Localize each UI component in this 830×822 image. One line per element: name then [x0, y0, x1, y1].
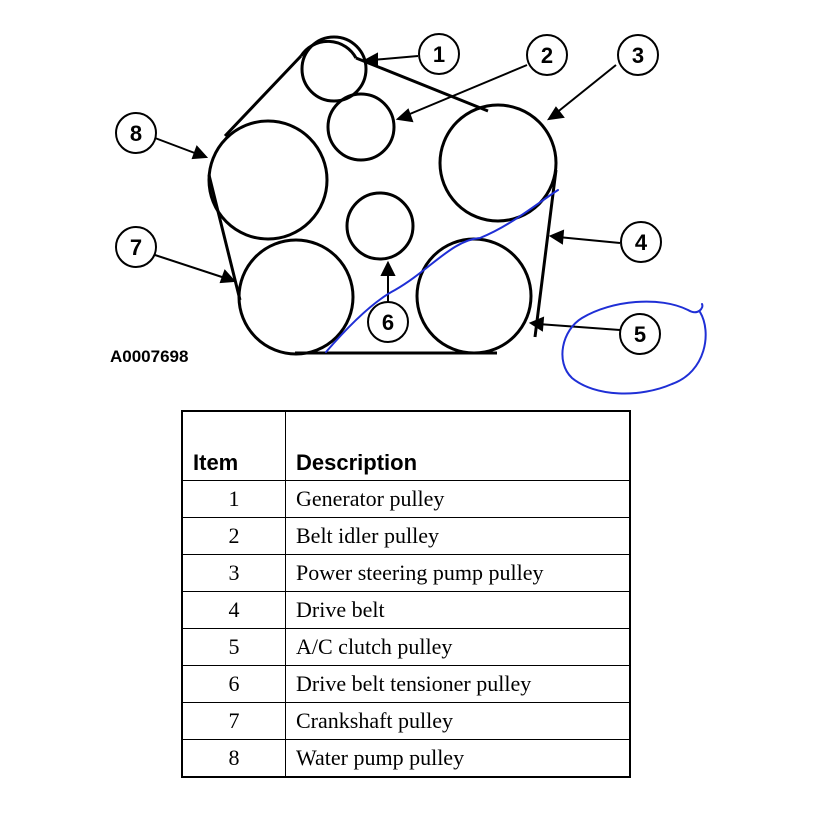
crankshaft-pulley	[237, 238, 355, 356]
item-column-header: Item	[181, 410, 286, 481]
table-row: 4 Drive belt	[181, 591, 631, 629]
table-row: 8 Water pump pulley	[181, 739, 631, 778]
annotation-stroke	[325, 189, 559, 353]
callout-1-label: 1	[433, 42, 445, 67]
item-number: 6	[181, 665, 286, 703]
item-number: 7	[181, 702, 286, 740]
callout-3-label: 3	[632, 43, 644, 68]
item-description: Crankshaft pulley	[285, 702, 631, 740]
item-description: Water pump pulley	[285, 739, 631, 778]
table-row: 5 A/C clutch pulley	[181, 628, 631, 666]
drive-belt	[207, 54, 558, 355]
callout-4: 4	[620, 221, 662, 263]
table-row: 2 Belt idler pulley	[181, 517, 631, 555]
table-row: 3 Power steering pump pulley	[181, 554, 631, 592]
callout-6: 6	[367, 301, 409, 343]
table-header-row: Item Description	[181, 410, 631, 481]
callout-4-label: 4	[635, 230, 648, 255]
ac-clutch-pulley	[415, 237, 533, 355]
parts-table: Item Description 1 Generator pulley 2 Be…	[181, 410, 631, 778]
item-number: 5	[181, 628, 286, 666]
item-description: Drive belt	[285, 591, 631, 629]
table-row: 6 Drive belt tensioner pulley	[181, 665, 631, 703]
drive-belt-span	[299, 39, 358, 59]
item-number: 3	[181, 554, 286, 592]
callout-5-label: 5	[634, 322, 646, 347]
callout-8: 8	[115, 112, 157, 154]
generator-pulley	[300, 35, 368, 103]
item-description: Power steering pump pulley	[285, 554, 631, 592]
callout-6-label: 6	[382, 310, 394, 335]
item-number: 4	[181, 591, 286, 629]
callout-1: 1	[418, 33, 460, 75]
callout-7-label: 7	[130, 235, 142, 260]
item-description: Belt idler pulley	[285, 517, 631, 555]
figure-id: A0007698	[110, 347, 188, 366]
belt-idler-pulley	[326, 92, 396, 162]
item-number: 8	[181, 739, 286, 778]
callout-2: 2	[526, 34, 568, 76]
item-number: 2	[181, 517, 286, 555]
annotation-circle	[561, 300, 707, 395]
callout-2-label: 2	[541, 43, 553, 68]
item-description: Drive belt tensioner pulley	[285, 665, 631, 703]
item-description: A/C clutch pulley	[285, 628, 631, 666]
tensioner-pulley	[345, 191, 415, 261]
callout-7: 7	[115, 226, 157, 268]
description-column-header: Description	[285, 410, 631, 481]
table-row: 7 Crankshaft pulley	[181, 702, 631, 740]
belt-routing-diagram: 1 2 3 4 5 6 7 8 A0007698	[110, 33, 707, 395]
item-description: Generator pulley	[285, 480, 631, 518]
water-pump-pulley	[207, 119, 329, 241]
power-steering-pump-pulley	[438, 103, 558, 223]
callout-3: 3	[617, 34, 659, 76]
callout-5: 5	[619, 313, 661, 355]
table-row: 1 Generator pulley	[181, 480, 631, 518]
callout-8-label: 8	[130, 121, 142, 146]
item-number: 1	[181, 480, 286, 518]
